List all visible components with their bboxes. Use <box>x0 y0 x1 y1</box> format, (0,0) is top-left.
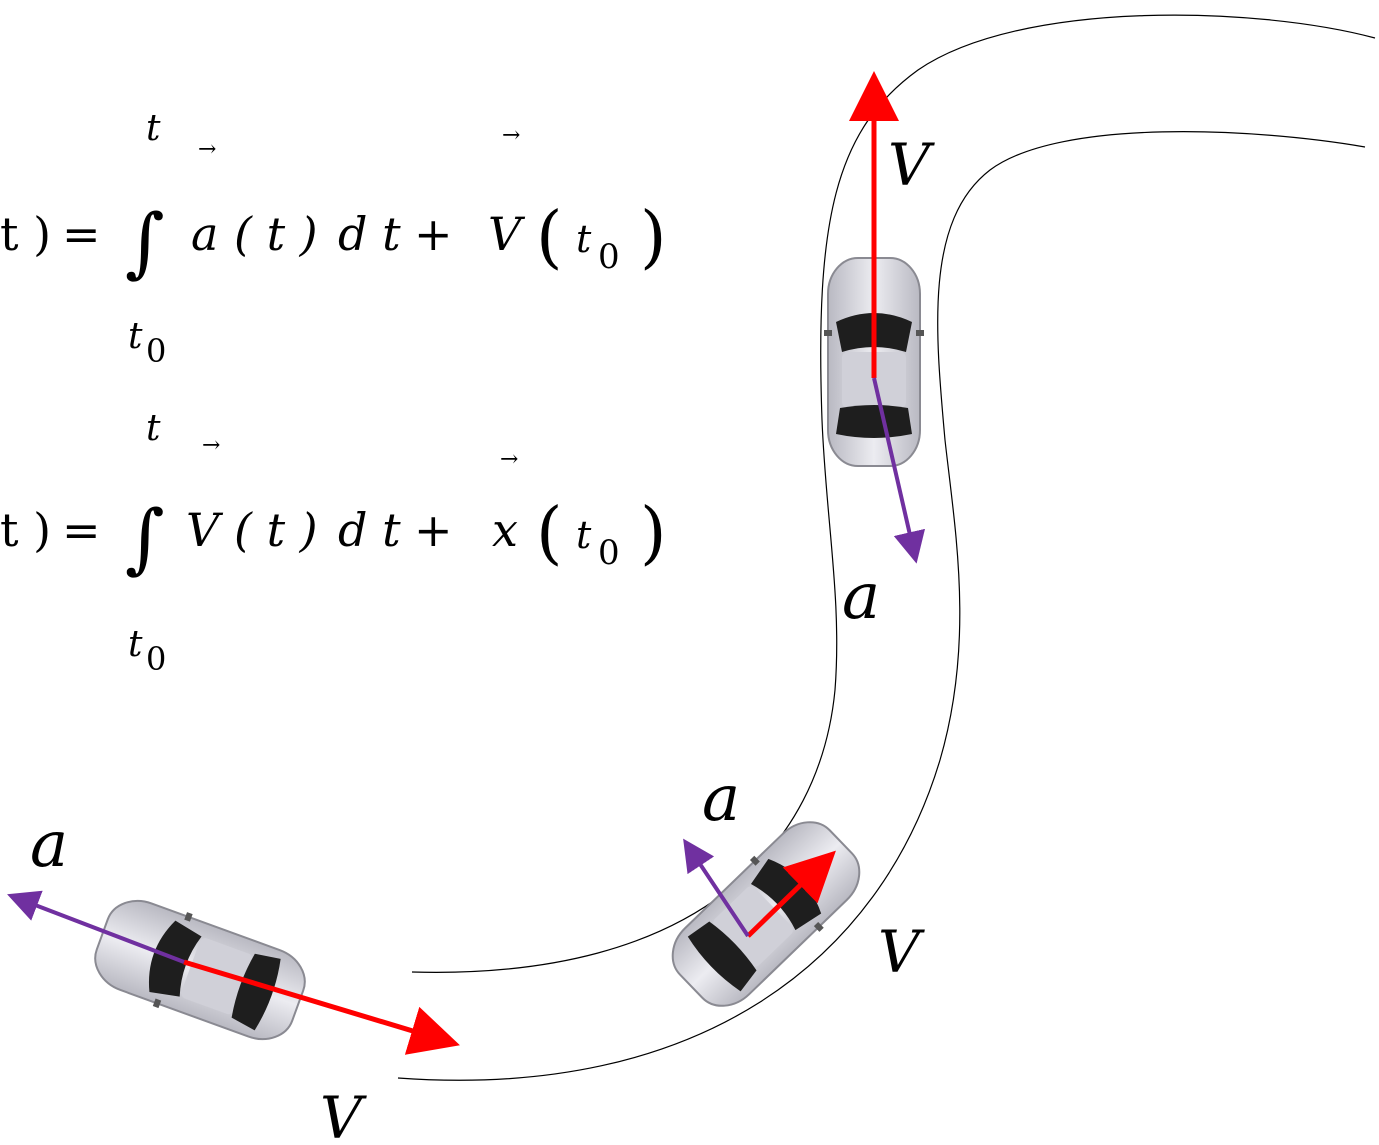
car-left: V a <box>7 808 460 1145</box>
car-middle-velocity-arrow <box>746 850 836 938</box>
car-left-velocity-arrow <box>183 959 460 1055</box>
position-eq-constant-arrow: → <box>500 447 518 472</box>
position-eq-integral-sign: ∫ <box>125 493 165 582</box>
position-eq-integrand-arg: ( t ) <box>234 503 318 557</box>
car-top-velocity-label: V <box>888 131 935 199</box>
position-eq-lhs-tail: t ) <box>0 503 51 557</box>
position-eq-equals: = <box>62 503 101 557</box>
car-middle: V a <box>655 762 925 1024</box>
car-left-acceleration-label: a <box>30 808 68 882</box>
velocity-eq-plus: + <box>414 207 453 261</box>
position-eq-close-paren: ) <box>640 494 667 573</box>
car-top: V a <box>823 71 935 634</box>
car-left-acceleration-arrow <box>7 890 185 964</box>
position-equation: t ) = ∫ t t 0 → V ( t ) d t + → x ( t 0 … <box>0 408 667 678</box>
velocity-eq-constant-arrow: → <box>502 123 520 148</box>
velocity-eq-equals: = <box>62 207 101 261</box>
road-inner-edge <box>397 131 1366 1081</box>
velocity-eq-integrand-arrow: → <box>198 137 216 162</box>
velocity-eq-integrand-symbol: a <box>191 207 218 261</box>
car-middle-acceleration-arrow <box>683 838 750 938</box>
position-eq-upper-limit: t <box>146 408 161 449</box>
car-middle-velocity-label: V <box>878 918 925 986</box>
velocity-equation: t ) = ∫ t t 0 → a ( t ) d t + → V ( t 0 … <box>0 108 667 370</box>
car-top-view-icon <box>84 886 316 1054</box>
position-eq-plus: + <box>414 503 453 557</box>
velocity-eq-integrand-arg: ( t ) <box>234 207 318 261</box>
position-eq-constant-symbol: x <box>492 503 518 557</box>
position-eq-integrand-symbol: V <box>186 503 224 557</box>
car-top-acceleration-label: a <box>842 560 880 634</box>
velocity-eq-lower-limit-sub: 0 <box>146 332 166 370</box>
velocity-eq-lhs-tail: t ) <box>0 207 51 261</box>
velocity-eq-upper-limit: t <box>146 108 161 149</box>
position-eq-constant-arg: t <box>576 513 592 557</box>
car-middle-acceleration-label: a <box>702 762 740 836</box>
velocity-eq-close-paren: ) <box>640 198 667 277</box>
car-left-velocity-label: V <box>320 1084 367 1145</box>
position-eq-integrand-arrow: → <box>202 433 220 458</box>
velocity-eq-constant-symbol: V <box>488 207 526 261</box>
position-eq-constant-arg-sub: 0 <box>598 533 620 573</box>
position-eq-lower-limit: t <box>128 624 143 665</box>
car-top-view-icon <box>655 804 877 1024</box>
car-top-acceleration-arrow <box>872 377 926 564</box>
position-eq-differential: d t <box>338 503 401 557</box>
velocity-eq-differential: d t <box>338 207 401 261</box>
velocity-eq-constant-arg: t <box>576 217 592 261</box>
velocity-eq-integral-sign: ∫ <box>125 197 165 286</box>
position-eq-lower-limit-sub: 0 <box>146 640 166 678</box>
velocity-eq-lower-limit: t <box>128 316 143 357</box>
velocity-eq-open-paren: ( <box>536 198 563 277</box>
velocity-eq-constant-arg-sub: 0 <box>598 237 620 277</box>
position-eq-open-paren: ( <box>536 494 563 573</box>
